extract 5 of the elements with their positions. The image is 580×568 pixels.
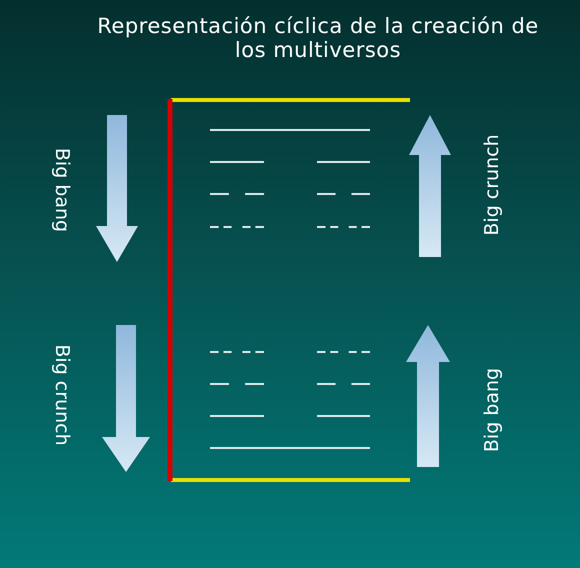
phase-label: Big crunch: [481, 134, 503, 236]
phase-label: Big bang: [481, 368, 503, 452]
phase-label: Big crunch: [51, 344, 73, 446]
phase-label: Big bang: [51, 148, 73, 232]
diagram-title: Representación cíclica de la creación de los multiversos: [96, 14, 540, 62]
